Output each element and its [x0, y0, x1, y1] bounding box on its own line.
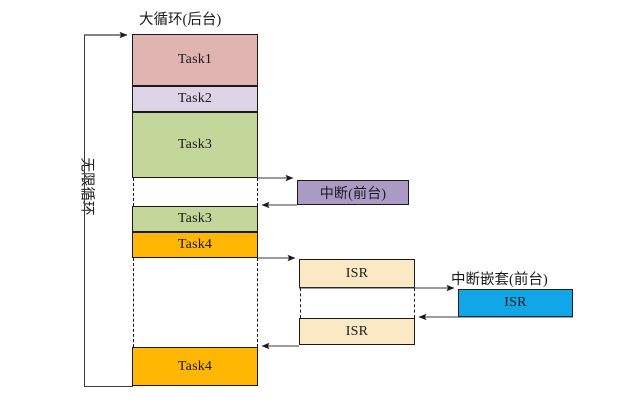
dashed-main-right-lower	[257, 258, 258, 347]
block-isr-lower: ISR	[299, 318, 415, 345]
block-task2: Task2	[132, 86, 258, 112]
block-task3-resume: Task3	[132, 206, 258, 232]
dashed-main-right-upper	[257, 178, 258, 206]
dashed-isr-right	[414, 288, 415, 318]
block-task1: Task1	[132, 34, 258, 86]
nested-interrupt-title: 中断嵌套(前台)	[451, 272, 548, 288]
loop-bracket-spine	[84, 35, 85, 387]
infinite-loop-label: 无限循环	[78, 157, 95, 216]
dashed-isr-left	[300, 288, 301, 318]
main-loop-title: 大循环(后台)	[139, 12, 222, 28]
dashed-main-left-upper	[133, 178, 134, 206]
block-task3-first: Task3	[132, 112, 258, 178]
block-interrupt: 中断(前台)	[297, 180, 409, 205]
block-nested-isr: ISR	[458, 289, 573, 317]
block-task4-first: Task4	[132, 232, 258, 258]
loop-bracket-bottom-arm	[84, 386, 133, 387]
dashed-main-left-lower	[133, 258, 134, 347]
block-task4-resume: Task4	[132, 347, 258, 386]
block-isr-upper: ISR	[299, 259, 415, 288]
